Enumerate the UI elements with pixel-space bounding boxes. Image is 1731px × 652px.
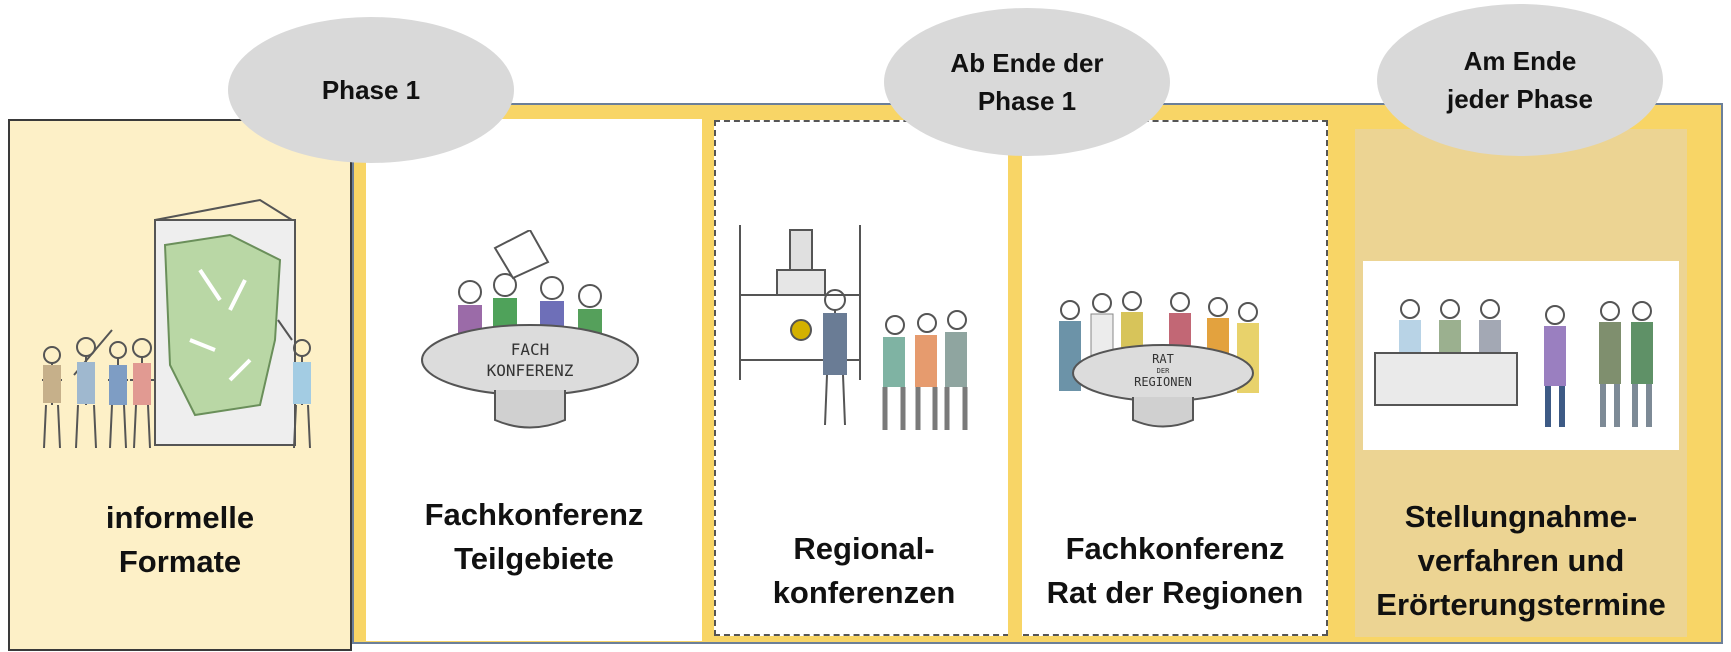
label-line: Stellungnahme-: [1404, 499, 1638, 534]
rat-label-line2: DER: [1157, 367, 1170, 375]
phase-1-line-1: Phase 1: [321, 75, 421, 105]
label-informelle-formate: informelle Formate: [20, 496, 340, 584]
advertising-column-illustration: [42, 198, 311, 449]
label-line: verfahren und: [1417, 543, 1625, 578]
phase-2-line-2: Phase 1: [977, 86, 1077, 116]
label-line: informelle: [105, 500, 255, 535]
rat-label-line1: RAT: [1152, 352, 1174, 366]
label-line: Fachkonferenz: [424, 497, 644, 532]
label-fachkonferenz-teilgebiete: Fachkonferenz Teilgebiete: [370, 493, 698, 581]
label-line: Formate: [118, 544, 242, 579]
phase-ellipse-3: Am Ende jeder Phase: [1377, 4, 1663, 156]
rat-der-regionen-illustration: RAT DER REGIONEN: [1059, 291, 1259, 428]
phase-ellipse-2: Ab Ende der Phase 1: [884, 8, 1170, 156]
regionalkonferenzen-illustration: [739, 225, 968, 430]
label-line: konferenzen: [772, 575, 956, 610]
label-line: Regional-: [793, 531, 935, 566]
label-stellungnahme: Stellungnahme- verfahren und Erörterungs…: [1356, 495, 1686, 627]
hearing-illustration: [1374, 299, 1653, 427]
rat-label-line3: REGIONEN: [1134, 375, 1192, 389]
phase-2-line-1: Ab Ende der: [950, 48, 1104, 78]
fach-label-line1: FACH: [511, 340, 550, 359]
fach-label-line2: KONFERENZ: [487, 361, 574, 380]
phase-3-line-1: Am Ende: [1463, 46, 1577, 76]
phase-3-line-2: jeder Phase: [1447, 84, 1593, 114]
label-line: Teilgebiete: [454, 541, 614, 576]
label-rat-der-regionen: Fachkonferenz Rat der Regionen: [1024, 527, 1326, 615]
yellow-divider: [1008, 120, 1022, 636]
label-regionalkonferenzen: Regional- konferenzen: [722, 527, 1006, 615]
label-line: Fachkonferenz: [1065, 531, 1285, 566]
fachkonferenz-table-illustration: FACH KONFERENZ: [421, 230, 639, 429]
phase-ellipse-1: Phase 1: [228, 17, 514, 163]
label-line: Erörterungstermine: [1376, 587, 1666, 622]
label-line: Rat der Regionen: [1046, 575, 1304, 610]
